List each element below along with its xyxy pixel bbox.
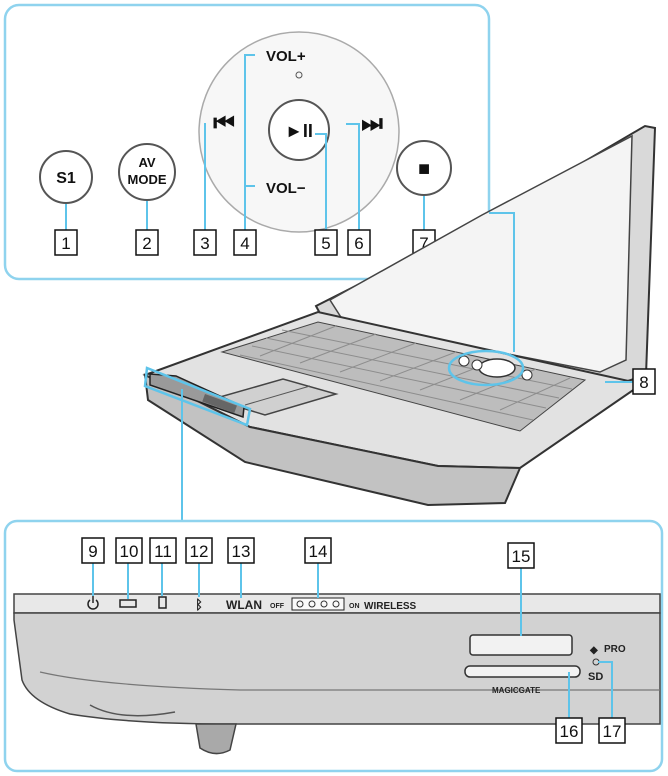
callout-15: 15 bbox=[512, 547, 531, 566]
callout-2: 2 bbox=[142, 234, 151, 253]
sd-card-slot[interactable] bbox=[464, 665, 581, 678]
play-pause-icon: ►II bbox=[285, 121, 313, 141]
callout-9: 9 bbox=[88, 542, 97, 561]
laptop-front-edge bbox=[143, 373, 522, 507]
bottom-leader-lines bbox=[92, 563, 613, 718]
av-mode-button[interactable] bbox=[118, 143, 176, 201]
laptop-keyboard bbox=[220, 321, 587, 432]
front-closeup-foot bbox=[195, 723, 237, 755]
av-mode-label-line2: MODE bbox=[128, 172, 167, 187]
av-mode-label-line1: AV bbox=[138, 155, 155, 170]
bluetooth-indicator-icon: ᛒ bbox=[195, 597, 203, 612]
callout-17: 17 bbox=[603, 722, 622, 741]
stop-button[interactable] bbox=[396, 140, 452, 196]
s1-button-label: S1 bbox=[56, 170, 76, 187]
laptop-illustration bbox=[142, 124, 657, 507]
previous-track-icon: ⏮ bbox=[213, 110, 235, 137]
front-closeup-grip bbox=[89, 704, 176, 717]
vol-down-label: VOL− bbox=[266, 180, 306, 197]
callout-1: 1 bbox=[61, 234, 70, 253]
top-leader-lines bbox=[65, 54, 425, 230]
power-indicator-icon bbox=[87, 596, 99, 610]
front-indicators-highlight bbox=[143, 366, 252, 427]
s1-button[interactable] bbox=[39, 150, 93, 204]
stop-icon: ■ bbox=[418, 158, 430, 180]
hard-disk-indicator-icon bbox=[158, 596, 167, 609]
laptop-media-buttons[interactable] bbox=[478, 358, 516, 378]
bottom-callout-boxes bbox=[81, 537, 626, 744]
pro-label: PRO bbox=[604, 644, 626, 655]
callout-10: 10 bbox=[120, 542, 139, 561]
next-track-icon: ⏭ bbox=[361, 110, 383, 137]
callout-13: 13 bbox=[232, 542, 251, 561]
wireless-off-label: OFF bbox=[270, 603, 285, 610]
wireless-label: WIRELESS bbox=[364, 601, 417, 612]
magicgate-label: MAGICGATE bbox=[492, 686, 541, 695]
callout-12: 12 bbox=[190, 542, 209, 561]
callout-8: 8 bbox=[639, 373, 648, 392]
memory-stick-slot[interactable] bbox=[469, 634, 573, 656]
callout-14: 14 bbox=[309, 542, 328, 561]
callout-5: 5 bbox=[321, 234, 330, 253]
callout-7: 7 bbox=[419, 234, 428, 253]
memory-stick-logo-icon: ◆ bbox=[589, 645, 598, 656]
vol-up-label: VOL+ bbox=[266, 48, 306, 65]
wireless-switch[interactable] bbox=[291, 597, 345, 611]
callout-4: 4 bbox=[240, 234, 249, 253]
leader-top-panel bbox=[489, 212, 515, 352]
vol-indicator-dot bbox=[295, 71, 303, 79]
callout-6: 6 bbox=[354, 234, 363, 253]
callout-8-box bbox=[632, 368, 656, 395]
play-pause-ring bbox=[268, 99, 330, 161]
media-buttons-highlight bbox=[447, 349, 525, 387]
callout-3: 3 bbox=[200, 234, 209, 253]
front-closeup-lower-curve bbox=[39, 671, 660, 691]
battery-indicator-icon bbox=[119, 599, 137, 608]
sd-label: SD bbox=[588, 671, 603, 683]
callout-11: 11 bbox=[154, 542, 172, 561]
wlan-label: WLAN bbox=[226, 598, 262, 612]
wireless-on-label: ON bbox=[349, 603, 360, 610]
callout-16: 16 bbox=[560, 722, 579, 741]
